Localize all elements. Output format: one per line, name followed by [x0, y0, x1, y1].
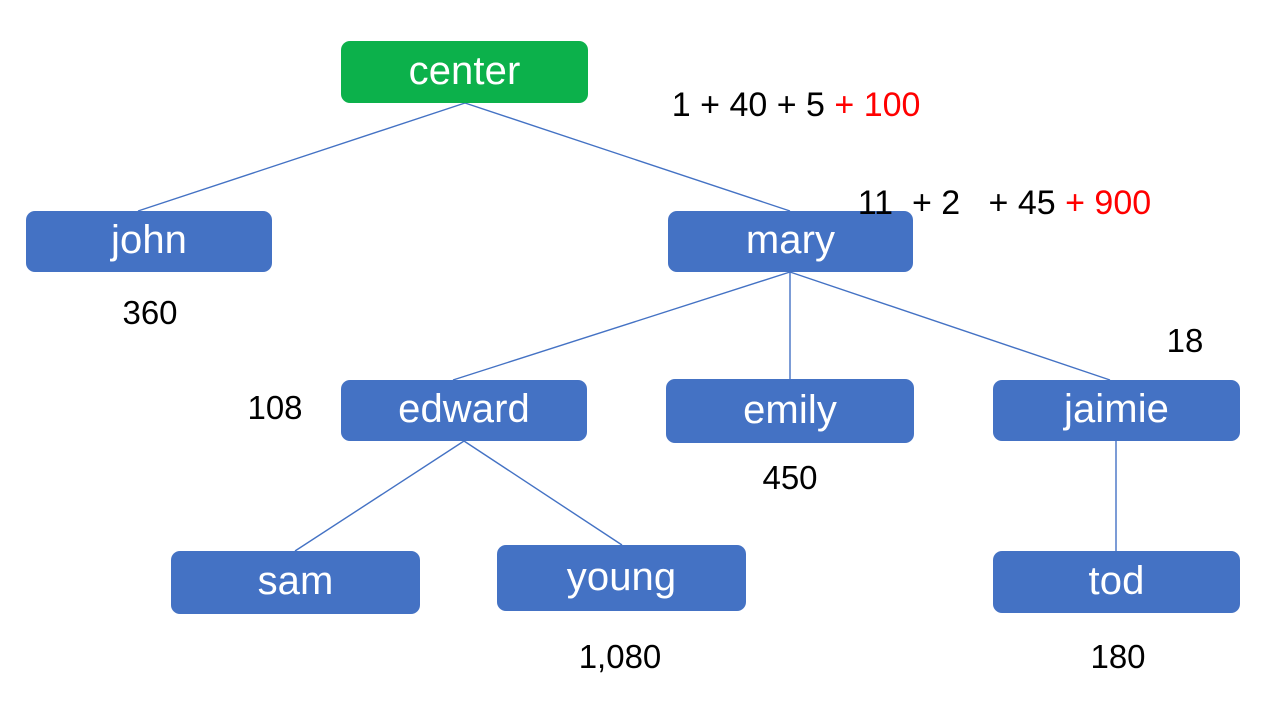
formula-center-highlight: + 100 [834, 86, 921, 124]
edge-edward-to-sam [294, 440, 465, 552]
node-emily[interactable]: emily [666, 379, 914, 443]
value-label-jaimie: 18 [1166, 322, 1204, 359]
edge-edward-to-young [463, 440, 623, 546]
node-mary-label: mary [745, 218, 836, 262]
node-john-label: john [110, 218, 188, 262]
value-label-young: 1,080 [578, 638, 662, 675]
node-center-label: center [408, 48, 521, 93]
node-edward[interactable]: edward [341, 380, 587, 441]
node-jaimie[interactable]: jaimie [993, 380, 1240, 441]
node-john[interactable]: john [26, 211, 272, 272]
node-edward-label: edward [398, 387, 530, 431]
node-center[interactable]: center [341, 41, 588, 103]
formula-mary: 11 + 2 + 45 + 900 [820, 152, 1151, 254]
formula-center-base: 1 + 40 + 5 [671, 86, 835, 124]
node-sam[interactable]: sam [171, 551, 420, 614]
node-young-label: young [566, 554, 677, 599]
formula-center: 1 + 40 + 5 + 100 [634, 54, 921, 156]
value-label-john: 360 [122, 294, 178, 331]
node-tod[interactable]: tod [993, 551, 1240, 613]
node-sam-label: sam [257, 559, 334, 603]
formula-mary-highlight: + 900 [1065, 184, 1152, 222]
node-jaimie-label: jaimie [1063, 387, 1170, 431]
node-mary[interactable]: mary [668, 211, 913, 272]
edge-center-to-john [137, 102, 466, 212]
node-tod-label: tod [1088, 558, 1145, 603]
formula-mary-base: 11 + 2 + 45 [857, 184, 1066, 222]
edge-mary-to-jaimie [789, 271, 1111, 381]
node-young[interactable]: young [497, 545, 746, 611]
edge-mary-to-edward [452, 271, 791, 381]
value-label-edward: 108 [247, 389, 303, 426]
node-emily-label: emily [743, 387, 837, 432]
value-label-emily: 450 [762, 459, 818, 496]
value-label-tod: 180 [1090, 638, 1146, 675]
